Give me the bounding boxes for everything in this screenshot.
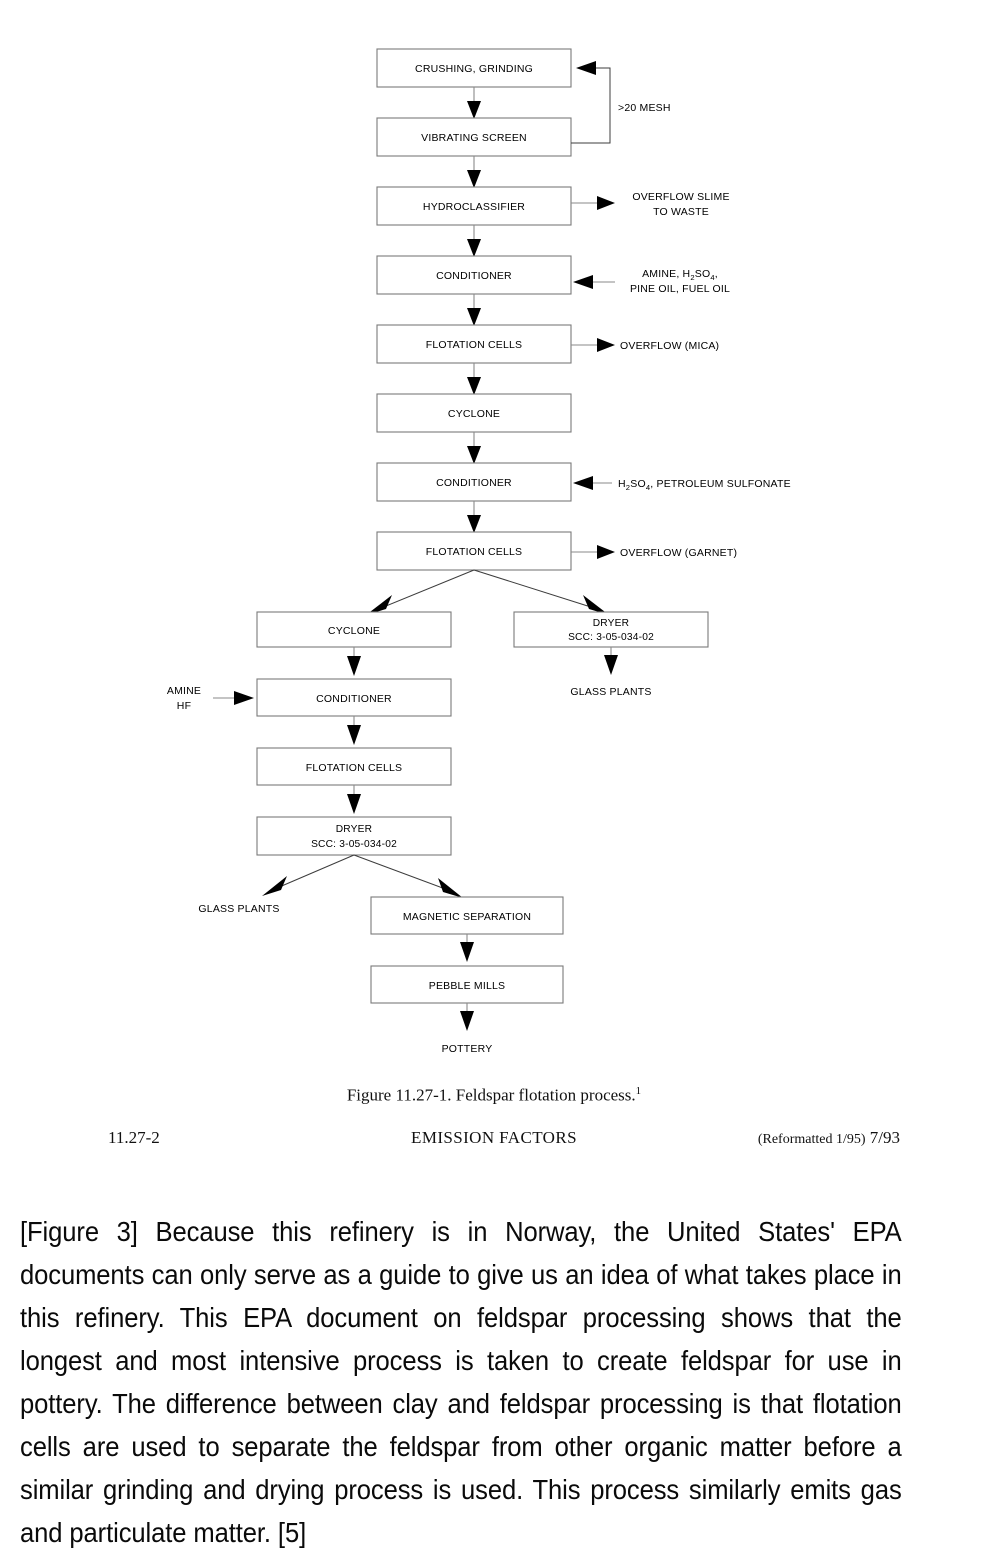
edge-dryer-left-to-glass-plants: GLASS PLANTS xyxy=(198,854,355,915)
node-pebble-mills: PEBBLE MILLS xyxy=(370,965,564,1004)
edge-overflow-slime: OVERFLOW SLIME TO WASTE xyxy=(571,191,729,218)
edge-flotation3-to-dryer-left xyxy=(347,785,361,814)
stream-label-amine-reagents-line2: PINE OIL, FUEL OIL xyxy=(630,283,730,295)
node-dryer-right: DRYER SCC: 3-05-034-02 xyxy=(513,611,709,648)
edge-amine-reagents-input: AMINE, H2SO4, PINE OIL, FUEL OIL xyxy=(573,268,730,295)
edge-magnetic-to-pebble-mills xyxy=(460,934,474,962)
node-conditioner-2-label: CONDITIONER xyxy=(436,477,512,489)
footer-reformatted-note: (Reformatted 1/95) xyxy=(757,1132,866,1147)
node-flotation-cells-2: FLOTATION CELLS xyxy=(376,531,572,571)
node-conditioner-1: CONDITIONER xyxy=(376,255,572,295)
edge-flotation2-to-dryer-right xyxy=(473,569,609,615)
footer-reformatted-date: (Reformatted 1/95) 7/93 xyxy=(758,1128,900,1148)
flowchart-canvas: CRUSHING, GRINDING VIBRATING SCREEN >20 … xyxy=(167,48,791,1055)
node-pebble-mills-label: PEBBLE MILLS xyxy=(429,980,506,992)
edge-hydroclassifier-to-conditioner1 xyxy=(467,225,481,257)
node-cyclone-1-label: CYCLONE xyxy=(448,408,500,420)
node-cyclone-2: CYCLONE xyxy=(256,611,452,648)
node-vibrating-screen-label: VIBRATING SCREEN xyxy=(421,132,527,144)
node-crushing-grinding: CRUSHING, GRINDING xyxy=(376,48,572,88)
stream-label-mesh-recycle: >20 MESH xyxy=(618,102,671,114)
terminal-glass-plants-left: GLASS PLANTS xyxy=(198,903,279,915)
footer-date: 7/93 xyxy=(869,1128,900,1147)
stream-label-hf: HF xyxy=(177,700,191,712)
edge-mesh-recycle: >20 MESH xyxy=(571,61,671,144)
edge-cyclone2-to-conditioner3 xyxy=(347,647,361,676)
node-flotation-cells-1: FLOTATION CELLS xyxy=(376,324,572,364)
figure-caption-text: Figure 11.27-1. Feldspar flotation proce… xyxy=(346,1085,636,1105)
edge-overflow-mica: OVERFLOW (MICA) xyxy=(571,338,719,352)
edge-flotation1-to-cyclone1 xyxy=(467,363,481,395)
edge-conditioner3-to-flotation3 xyxy=(347,716,361,745)
edge-conditioner1-to-flotation1 xyxy=(467,294,481,326)
figure-flowchart: CRUSHING, GRINDING VIBRATING SCREEN >20 … xyxy=(167,48,791,1055)
edge-flotation2-to-cyclone2 xyxy=(366,569,475,615)
edge-conditioner2-to-flotation2 xyxy=(467,501,481,533)
terminal-pottery: POTTERY xyxy=(442,1043,493,1055)
node-dryer-left-scc: SCC: 3-05-034-02 xyxy=(311,839,397,850)
node-magnetic-separation-label: MAGNETIC SEPARATION xyxy=(403,911,531,923)
node-crushing-grinding-label: CRUSHING, GRINDING xyxy=(415,63,533,75)
stream-label-overflow-slime-line1: OVERFLOW SLIME xyxy=(632,191,729,203)
footer-document-title: EMISSION FACTORS xyxy=(411,1128,577,1147)
stream-label-overflow-mica: OVERFLOW (MICA) xyxy=(620,340,719,352)
stream-label-overflow-garnet: OVERFLOW (GARNET) xyxy=(620,547,737,559)
stream-label-amine: AMINE xyxy=(167,685,201,697)
node-hydroclassifier-label: HYDROCLASSIFIER xyxy=(423,201,525,213)
terminal-glass-plants-right: GLASS PLANTS xyxy=(570,686,651,698)
edge-cyclone1-to-conditioner2 xyxy=(467,432,481,464)
edge-pebble-mills-to-pottery: POTTERY xyxy=(442,1003,493,1055)
edge-crushing-to-vibrating xyxy=(467,87,481,119)
node-flotation-cells-2-label: FLOTATION CELLS xyxy=(426,546,523,558)
edge-dryer-left-to-magnetic-separation xyxy=(353,854,463,898)
edge-acid-sulfonate-input: H2SO4, PETROLEUM SULFONATE xyxy=(573,476,791,492)
stream-label-amine-reagents-line1: AMINE, H2SO4, xyxy=(642,268,718,282)
stream-label-overflow-slime-line2: TO WASTE xyxy=(653,206,709,218)
edge-vibrating-to-hydroclassifier xyxy=(467,156,481,188)
node-magnetic-separation: MAGNETIC SEPARATION xyxy=(370,896,564,935)
node-conditioner-2: CONDITIONER xyxy=(376,462,572,502)
node-flotation-cells-3-label: FLOTATION CELLS xyxy=(306,762,403,774)
node-flotation-cells-3: FLOTATION CELLS xyxy=(256,747,452,786)
node-conditioner-3-label: CONDITIONER xyxy=(316,693,392,705)
node-hydroclassifier: HYDROCLASSIFIER xyxy=(376,186,572,226)
node-conditioner-3: CONDITIONER xyxy=(256,678,452,717)
body-paragraph: [Figure 3] Because this refinery is in N… xyxy=(20,1215,902,1548)
node-cyclone-1: CYCLONE xyxy=(376,393,572,433)
node-dryer-right-scc: SCC: 3-05-034-02 xyxy=(568,632,654,643)
figure-caption: Figure 11.27-1. Feldspar flotation proce… xyxy=(0,1085,988,1106)
node-flotation-cells-1-label: FLOTATION CELLS xyxy=(426,339,523,351)
node-cyclone-2-label: CYCLONE xyxy=(328,625,380,637)
node-dryer-left: DRYER SCC: 3-05-034-02 xyxy=(256,816,452,856)
figure-caption-footnote-marker: 1 xyxy=(635,1085,642,1097)
node-dryer-left-label-line1: DRYER xyxy=(336,824,372,835)
edge-dryer-right-to-glass-plants: GLASS PLANTS xyxy=(570,647,651,698)
node-dryer-right-label-line1: DRYER xyxy=(593,618,629,629)
stream-label-acid-sulfonate: H2SO4, PETROLEUM SULFONATE xyxy=(618,478,791,492)
edge-overflow-garnet: OVERFLOW (GARNET) xyxy=(571,545,737,559)
edge-amine-hf-input: AMINE HF xyxy=(167,685,254,712)
node-conditioner-1-label: CONDITIONER xyxy=(436,270,512,282)
page-footer: 11.27-2 EMISSION FACTORS (Reformatted 1/… xyxy=(0,1128,988,1154)
node-vibrating-screen: VIBRATING SCREEN xyxy=(376,117,572,157)
footer-page-number: 11.27-2 xyxy=(108,1128,160,1147)
